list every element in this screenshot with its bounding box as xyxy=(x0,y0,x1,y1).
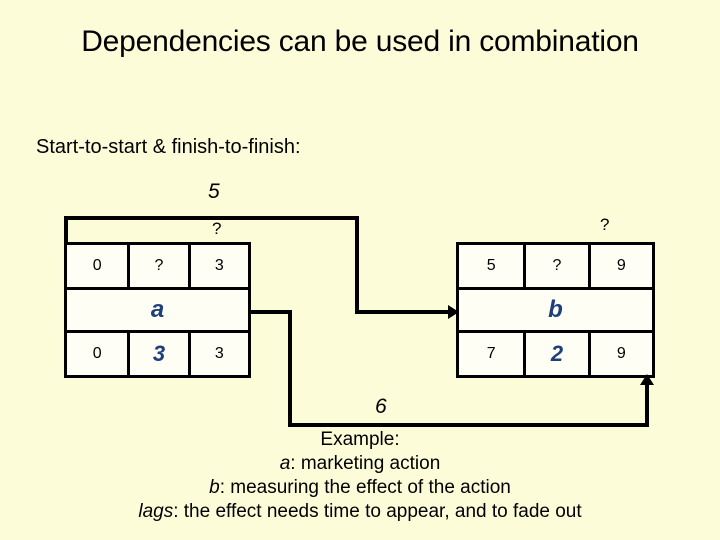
example-heading: Example: xyxy=(320,429,400,450)
arrow-up-icon xyxy=(640,374,654,385)
arrow-right-icon xyxy=(448,305,459,319)
task-a-top-middle: ? xyxy=(127,245,187,287)
task-a-early-finish: 3 xyxy=(187,245,248,287)
task-b-bottom-row: 7 2 9 xyxy=(459,333,652,375)
example-rest-b: : measuring the effect of the action xyxy=(219,477,511,498)
example-term-b: b xyxy=(209,477,220,498)
example-line-a: a: marketing action xyxy=(0,452,720,476)
task-b-early-finish: 9 xyxy=(587,245,652,287)
example-note: Example: a: marketing action b: measurin… xyxy=(0,428,720,524)
task-box-a[interactable]: 0 ? 3 a 0 3 3 xyxy=(64,242,251,378)
link-start-to-start-segment-in xyxy=(355,310,454,314)
example-term-lags: lags xyxy=(138,501,174,522)
lag-label-finish-to-finish: 6 xyxy=(375,395,387,418)
link-start-to-start-segment-top xyxy=(64,216,359,220)
link-finish-to-finish-segment-up xyxy=(645,380,649,427)
link-finish-to-finish-segment-bottom xyxy=(288,423,649,427)
task-b-top-middle: ? xyxy=(523,245,587,287)
example-term-a: a xyxy=(279,453,291,474)
task-b-late-finish: 9 xyxy=(587,333,652,375)
example-line-lags: lags: the effect needs time to appear, a… xyxy=(0,500,720,524)
example-rest-lags: : the effect needs time to appear, and t… xyxy=(173,501,582,522)
example-rest-a: : marketing action xyxy=(290,453,441,474)
question-mark-task-b: ? xyxy=(600,215,610,234)
task-b-duration: 2 xyxy=(523,333,587,375)
task-b-name-row: b xyxy=(459,287,652,333)
task-b-label: b xyxy=(548,296,563,323)
task-b-late-start: 7 xyxy=(486,345,496,362)
task-a-name-row: a xyxy=(67,287,248,333)
task-a-late-start: 0 xyxy=(92,345,102,362)
task-box-b[interactable]: 5 ? 9 b 7 2 9 xyxy=(456,242,655,378)
example-line-b: b: measuring the effect of the action xyxy=(0,476,720,500)
link-finish-to-finish-segment-out xyxy=(248,310,292,314)
task-b-early-start: 5 xyxy=(486,257,496,274)
task-a-bottom-row: 0 3 3 xyxy=(67,333,248,375)
task-a-top-row: 0 ? 3 xyxy=(67,245,248,287)
lag-label-start-to-start: 5 xyxy=(208,180,220,203)
task-a-label: a xyxy=(150,296,165,323)
task-a-late-finish: 3 xyxy=(187,333,248,375)
page-title: Dependencies can be used in combination xyxy=(81,25,639,58)
task-a-duration: 3 xyxy=(127,333,187,375)
task-b-top-row: 5 ? 9 xyxy=(459,245,652,287)
link-start-to-start-segment-drop xyxy=(355,216,359,314)
link-finish-to-finish-segment-down xyxy=(288,310,292,427)
question-mark-task-a: ? xyxy=(212,219,222,238)
task-a-early-start: 0 xyxy=(92,257,102,274)
slide-subtitle: Start-to-start & finish-to-finish: xyxy=(36,136,301,158)
